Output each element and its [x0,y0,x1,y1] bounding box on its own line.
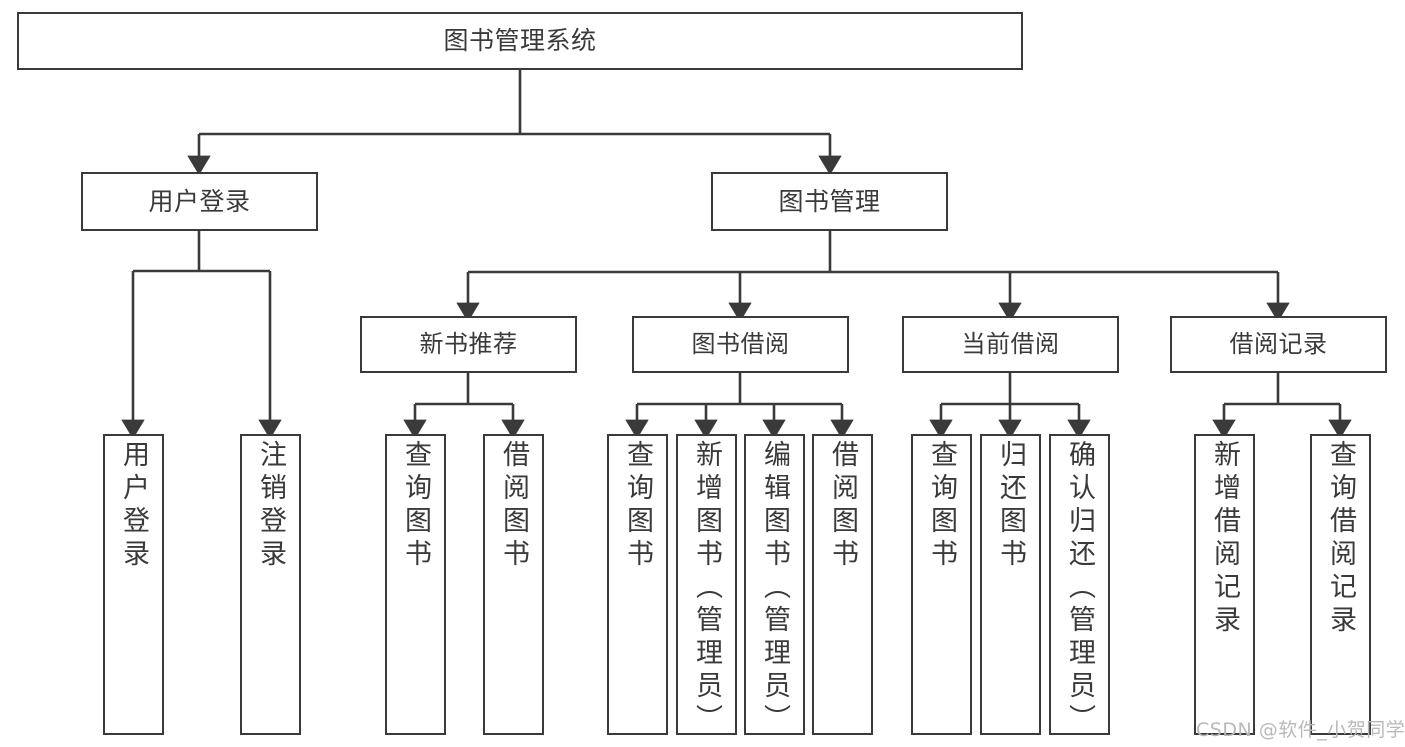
node-leaf-add-book[interactable]: 新增图书（管理员） [676,434,737,737]
node-root[interactable]: 图书管理系统 [17,12,1023,70]
node-leaf-logout-label: 注销登录 [255,440,286,572]
node-leaf-borrow-book-2-label: 借阅图书 [827,440,858,572]
node-leaf-user-login[interactable]: 用户登录 [103,434,164,735]
node-leaf-return-book-label: 归还图书 [995,440,1026,572]
node-leaf-confirm-return[interactable]: 确认归还（管理员） [1049,434,1110,737]
node-borrow-record[interactable]: 借阅记录 [1170,316,1387,373]
node-leaf-query-book-1[interactable]: 查询图书 [385,434,446,735]
node-current-borrow-label: 当前借阅 [961,330,1060,359]
node-leaf-return-book[interactable]: 归还图书 [980,434,1041,735]
node-leaf-borrow-book-1-label: 借阅图书 [498,440,529,572]
node-root-label: 图书管理系统 [443,26,597,55]
node-leaf-add-record-label: 新增借阅记录 [1209,440,1240,638]
node-leaf-query-book-2-label: 查询图书 [622,440,653,572]
node-borrow-record-label: 借阅记录 [1229,330,1328,359]
node-leaf-confirm-return-label: 确认归还（管理员） [1064,440,1095,737]
node-leaf-query-book-3-label: 查询图书 [926,440,957,572]
node-book-manage-label: 图书管理 [778,186,881,216]
node-current-borrow[interactable]: 当前借阅 [902,316,1119,373]
node-user-login[interactable]: 用户登录 [81,172,318,231]
node-book-manage[interactable]: 图书管理 [711,172,948,231]
node-leaf-query-book-2[interactable]: 查询图书 [607,434,668,735]
node-new-book-recommend[interactable]: 新书推荐 [360,316,577,373]
node-leaf-logout[interactable]: 注销登录 [240,434,301,735]
node-leaf-borrow-book-2[interactable]: 借阅图书 [812,434,873,735]
node-new-book-recommend-label: 新书推荐 [419,330,518,359]
node-leaf-query-record[interactable]: 查询借阅记录 [1310,434,1371,735]
node-leaf-edit-book-label: 编辑图书（管理员） [759,440,790,737]
node-book-borrow[interactable]: 图书借阅 [632,316,849,373]
csdn-watermark: CSDN @软件_小贺同学 [1196,719,1405,741]
node-leaf-user-login-label: 用户登录 [118,440,149,572]
node-user-login-label: 用户登录 [148,186,251,216]
node-leaf-query-book-1-label: 查询图书 [400,440,431,572]
node-leaf-query-book-3[interactable]: 查询图书 [911,434,972,735]
node-leaf-query-record-label: 查询借阅记录 [1325,440,1356,638]
node-book-borrow-label: 图书借阅 [691,330,790,359]
node-leaf-add-record[interactable]: 新增借阅记录 [1194,434,1255,735]
node-leaf-edit-book[interactable]: 编辑图书（管理员） [744,434,805,737]
node-leaf-borrow-book-1[interactable]: 借阅图书 [483,434,544,735]
node-leaf-add-book-label: 新增图书（管理员） [691,440,722,737]
